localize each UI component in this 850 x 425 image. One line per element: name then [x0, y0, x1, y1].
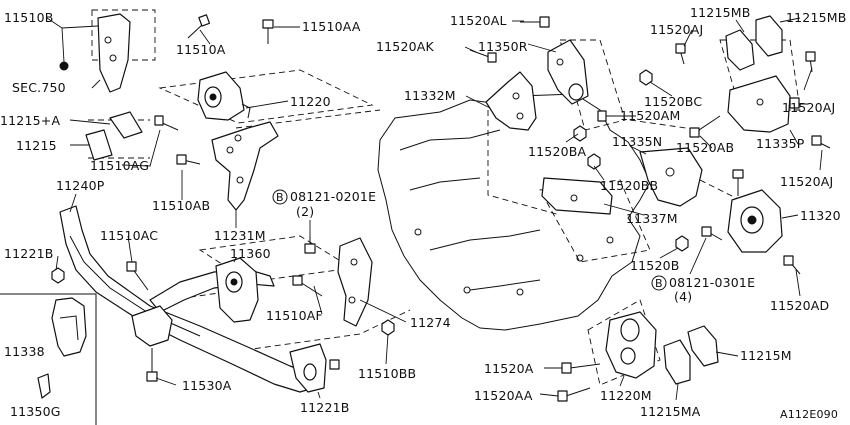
label-11510af: 11510AF	[266, 308, 323, 323]
mount-pad-11215a	[109, 111, 143, 139]
label-11520a: 11520A	[484, 361, 534, 376]
label-11215a: 11215+A	[0, 113, 60, 128]
label-11215m: 11215M	[740, 348, 792, 363]
label-11520al: 11520AL	[450, 13, 507, 28]
label-11350g: 11350G	[10, 404, 61, 419]
bolt-11510a	[187, 23, 204, 39]
label-11520aj-mid: 11520AJ	[782, 100, 835, 115]
label-11520am: 11520AM	[620, 108, 681, 123]
label-11520bb: 11520BB	[600, 178, 658, 193]
label-11520bc: 11520BC	[644, 94, 702, 109]
circled-b-icon	[272, 189, 288, 205]
circled-b-letter: B	[655, 277, 663, 290]
nut-icon	[51, 267, 65, 284]
label-11360: 11360	[230, 246, 271, 261]
label-bolt-08121-0301e-qty: (4)	[674, 289, 692, 304]
label-11520ak: 11520AK	[376, 39, 435, 54]
label-11274: 11274	[410, 315, 451, 330]
label-11215: 11215	[16, 138, 57, 153]
right-upper-group	[675, 15, 831, 149]
bracket-11274	[337, 237, 373, 327]
member-11240p	[59, 205, 321, 393]
label-11215mb-right: 11215MB	[786, 10, 847, 25]
label-11530a: 11530A	[182, 378, 232, 393]
label-11520ad: 11520AD	[770, 298, 829, 313]
label-11510a: 11510A	[176, 42, 226, 57]
label-bolt-08121-0201e: 08121-0201E	[290, 189, 376, 204]
label-11338: 11338	[4, 344, 45, 359]
bracket-11231m	[211, 121, 279, 211]
bracket-11510b	[97, 13, 131, 93]
label-11520aj-low: 11520AJ	[780, 174, 833, 189]
label-bolt-08121-0201e-qty: (2)	[296, 204, 314, 219]
label-11320: 11320	[800, 208, 841, 223]
diagram-code: A112E090	[780, 408, 838, 421]
label-11215ma: 11215MA	[640, 404, 701, 419]
circled-b-icon	[651, 275, 667, 291]
label-11510ac: 11510AC	[100, 228, 158, 243]
label-11215mb-left: 11215MB	[690, 5, 751, 20]
insulator-11220m	[605, 311, 657, 379]
label-11510ab: 11510AB	[152, 198, 210, 213]
part-labels: 11510B 11510A 11510AA SEC.750 11220 1121…	[0, 5, 847, 421]
label-bolt-08121-0301e: 08121-0301E	[669, 275, 755, 290]
damper-11338	[51, 297, 87, 357]
circled-b-letter: B	[276, 191, 284, 204]
label-11520aj-top: 11520AJ	[650, 22, 703, 37]
label-11510bb: 11510BB	[358, 366, 416, 381]
label-11337m: 11337M	[626, 211, 678, 226]
left-lower-group	[51, 205, 395, 393]
label-11510ag: 11510AG	[90, 158, 149, 173]
label-11350r: 11350R	[478, 39, 528, 54]
cap-11350g	[37, 373, 51, 399]
mount-pad-11215	[85, 129, 113, 161]
label-11520aa: 11520AA	[474, 388, 533, 403]
bracket-11332m	[485, 71, 537, 131]
bracket-11335p	[727, 75, 791, 133]
label-11335p: 11335P	[756, 136, 805, 151]
right-middle-group	[675, 169, 801, 275]
leader-lines	[46, 17, 823, 401]
bracket-11337m	[541, 177, 613, 215]
label-11240p: 11240P	[56, 178, 105, 193]
label-11520ba: 11520BA	[528, 144, 587, 159]
label-11220m: 11220M	[600, 388, 652, 403]
label-11221b-left: 11221B	[4, 246, 54, 261]
mount-pad-11215m	[687, 325, 719, 367]
label-11520b: 11520B	[630, 258, 680, 273]
mount-pad-11215mb-right	[755, 15, 783, 57]
mount-pad-11215mb-left	[725, 29, 755, 71]
bolt-icon	[59, 61, 69, 71]
label-11221b-bottom: 11221B	[300, 400, 350, 415]
label-11220: 11220	[290, 94, 331, 109]
left-upper-group	[59, 13, 279, 211]
label-sec750: SEC.750	[12, 80, 66, 95]
label-11231m: 11231M	[214, 228, 266, 243]
bracket-11335n	[639, 147, 703, 207]
label-11510aa: 11510AA	[302, 19, 361, 34]
label-11335n: 11335N	[612, 134, 662, 149]
inset-box	[0, 293, 97, 425]
label-11510b: 11510B	[4, 10, 54, 25]
label-11332m: 11332M	[404, 88, 456, 103]
mount-pad-11215ma	[663, 339, 691, 385]
right-lower-group	[557, 311, 719, 402]
label-11520ab: 11520AB	[676, 140, 734, 155]
center-upper-group	[469, 16, 703, 215]
